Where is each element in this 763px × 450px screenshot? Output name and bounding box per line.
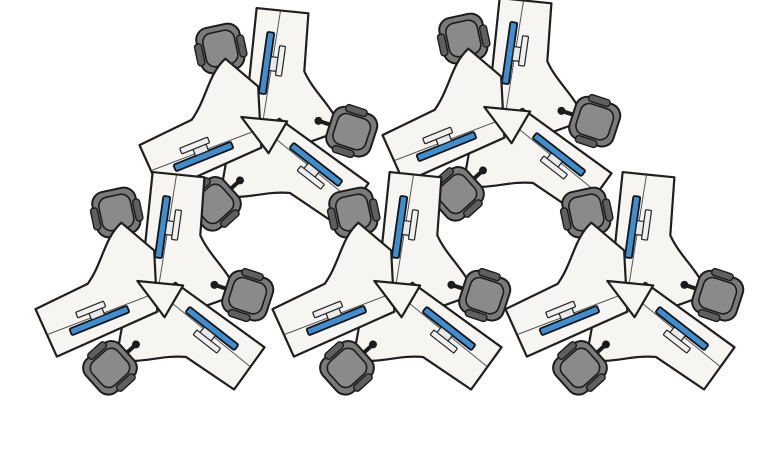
workstation-cluster <box>468 153 763 443</box>
workstation-cluster <box>0 153 319 443</box>
workstation-cluster <box>235 153 556 443</box>
